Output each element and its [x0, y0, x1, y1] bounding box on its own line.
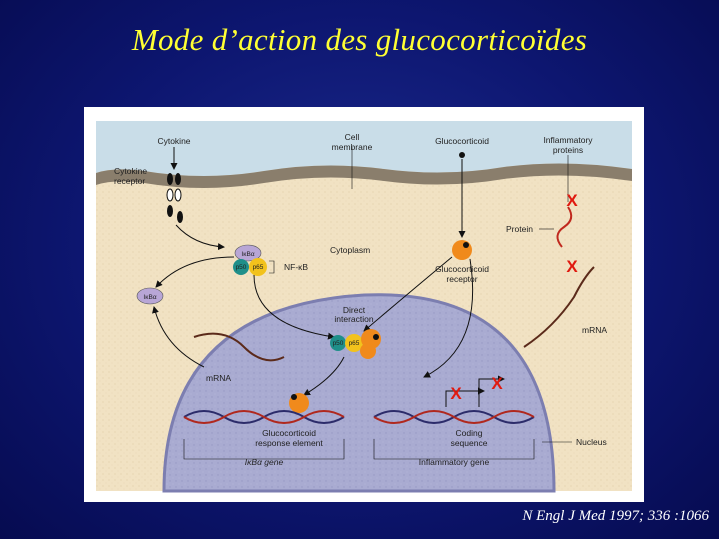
protein-label: Protein [506, 224, 533, 234]
extracellular-region [96, 121, 632, 176]
inflammatory-gene-dna [373, 410, 535, 424]
block-mark-transcription-2: X [491, 374, 503, 393]
glucocorticoid-receptor-label-1: Glucocorticoid [435, 264, 489, 274]
coding-sequence-label-2: sequence [451, 438, 488, 448]
glucocorticoid-receptor [452, 240, 472, 260]
ikba-mrna [193, 332, 285, 362]
coding-sequence-label-1: Coding [456, 428, 483, 438]
block-mark-protein: X [566, 191, 578, 210]
glucocorticoid-receptor-label-2: receptor [446, 274, 477, 284]
mrna-right-label: mRNA [582, 325, 607, 335]
complex-p65-label: p65 [349, 340, 360, 347]
citation: N Engl J Med 1997; 336 :1066 [522, 508, 709, 524]
ikba-nfkb-complex [233, 244, 267, 276]
cell-membrane-label-2: membrane [332, 142, 373, 152]
direct-interaction-complex [330, 329, 381, 359]
direct-interaction-label-2: interaction [334, 314, 373, 324]
glucocorticoid-label: Glucocorticoid [435, 136, 489, 146]
ikba-complex-label: IκBα [241, 251, 254, 258]
gre-bound-receptor [289, 393, 309, 413]
cytokine-label: Cytokine [157, 136, 190, 146]
cytokine-receptor-label-2: receptor [114, 176, 145, 186]
ikba-gene-label: IκBα gene [245, 457, 284, 467]
free-ikba-label: IκBα [143, 294, 156, 301]
inflammatory-gene-label: Inflammatory gene [419, 457, 490, 467]
glucocorticoid-molecule [459, 152, 465, 158]
cytokine-receptor [166, 173, 183, 223]
nucleus [162, 293, 556, 493]
block-mark-translation: X [566, 257, 578, 276]
direct-interaction-label-1: Direct [343, 305, 366, 315]
cytoplasm-label: Cytoplasm [330, 245, 370, 255]
complex-p50-label: p50 [333, 340, 344, 347]
block-mark-transcription-1: X [450, 384, 462, 403]
signal-arrow [175, 224, 225, 251]
free-ikba [136, 287, 164, 305]
figure-frame: IκBα p50 p65 NF-κB IκBα p50 p65 [84, 107, 644, 502]
nfkb-label: NF-κB [284, 262, 308, 272]
p65-label: p65 [253, 264, 264, 271]
cytokine-receptor-label-1: Cytokine [114, 166, 147, 176]
slide-title: Mode d’action des glucocorticoïdes [131, 22, 588, 57]
inflammatory-proteins-label-1: Inflammatory [543, 135, 593, 145]
inflammatory-mrna [523, 266, 595, 348]
gre-label-2: response element [255, 438, 323, 448]
ikba-gene-dna [183, 410, 345, 424]
p50-label: p50 [236, 264, 247, 271]
cell-membrane [96, 163, 632, 188]
cell-membrane-label-1: Cell [345, 132, 360, 142]
inflammatory-proteins-label-2: proteins [553, 145, 583, 155]
mechanism-diagram: IκBα p50 p65 NF-κB IκBα p50 p65 [96, 121, 632, 493]
nucleus-label: Nucleus [576, 437, 607, 447]
mrna-left-label: mRNA [206, 373, 231, 383]
gre-label-1: Glucocorticoid [262, 428, 316, 438]
protein-chain [556, 206, 573, 248]
